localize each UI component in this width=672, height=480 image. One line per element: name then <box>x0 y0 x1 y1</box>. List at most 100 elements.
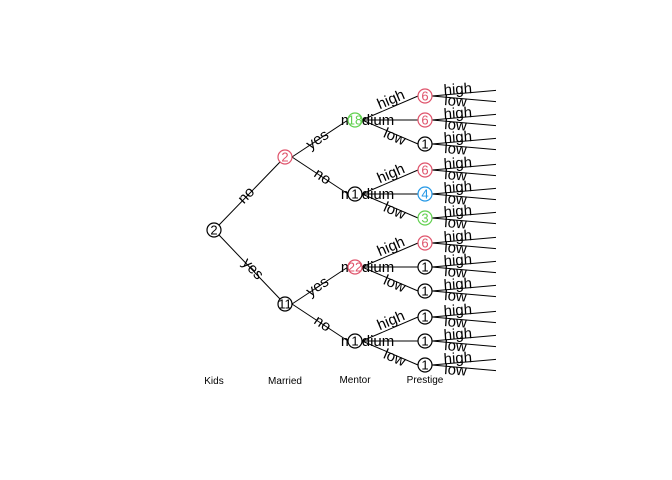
node-l3-1-1-2-circle <box>417 357 433 373</box>
node-l1-1-circle <box>277 296 293 312</box>
node-l3-0-0-0-circle <box>417 88 433 104</box>
node-l3-0-0-1-circle <box>417 112 433 128</box>
leaf-1-1-1-1-label: low <box>444 337 468 356</box>
edge-l3-1-0-0-line <box>361 242 419 268</box>
leaf-0-0-2-0-line <box>431 137 497 145</box>
leaf-0-0-1-0-label: high <box>443 104 472 123</box>
edge-l3-1-1-0-label: high <box>375 307 408 334</box>
node-l3-0-1-0-circle <box>417 162 433 178</box>
node-l3-0-0-2-count: 1 <box>421 137 428 152</box>
leaf-1-0-0-0-line <box>431 236 497 244</box>
leaf-1-1-2-0-line <box>431 358 497 366</box>
leaf-0-0-1-1-line <box>431 119 497 127</box>
edge-l3-1-0-2-line <box>361 266 419 292</box>
leaf-0-1-2-1-line <box>431 217 497 225</box>
leaf-0-1-1-1-label: low <box>444 190 468 209</box>
edge-l3-0-1-0-line <box>361 169 419 195</box>
edge-l2-0-1-line <box>291 156 349 195</box>
node-l3-1-1-0-count: 1 <box>421 310 428 325</box>
leaf-0-0-1-1-label: low <box>444 116 468 135</box>
node-l3-0-1-2-count: 3 <box>421 211 428 226</box>
level-labels: Kids Married Mentor Prestige <box>204 375 444 387</box>
edge-l2-1-1-label: no <box>311 312 334 335</box>
leaf-0-0-2-0-label: high <box>443 128 472 147</box>
node-l3-1-0-2-count: 1 <box>421 284 428 299</box>
edge-l2-1-0-line <box>291 266 349 305</box>
leaf-0-0-0-1-label: low <box>444 92 468 111</box>
edge-l1-1-line <box>218 234 281 300</box>
leaf-1-1-1-0-label: high <box>443 325 472 344</box>
leaf-0-0-2-1-line <box>431 143 497 151</box>
node-root-circle <box>206 222 222 238</box>
leaf-0-1-1-0-label: high <box>443 178 472 197</box>
edge-l3-1-0-2-label: low <box>381 272 409 297</box>
node-l3-0-0-0-count: 6 <box>421 89 428 104</box>
leaf-0-1-0-1-line <box>431 169 497 177</box>
node-l2-1-1-circle <box>347 333 363 349</box>
leaf-1-1-2-1-label: low <box>444 361 468 380</box>
node-l3-0-1-1-count: 4 <box>421 187 428 202</box>
edge-l3-0-0-2-label: low <box>381 125 409 150</box>
node-l3-1-0-1-circle <box>417 259 433 275</box>
edge-l3-0-1-0-label: high <box>375 160 408 187</box>
leaf-1-0-1-0-label: high <box>443 251 472 270</box>
edge-l3-0-0-2-line <box>361 119 419 145</box>
node-l3-1-1-1-circle <box>417 333 433 349</box>
node-l2-0-0-circle <box>347 112 363 128</box>
node-l2-0-1-count: 1 <box>351 187 358 202</box>
edge-l2-1-1-line <box>291 303 349 342</box>
leaf-1-0-1-1-label: low <box>444 263 468 282</box>
leaf-0-1-0-1-label: low <box>444 166 468 185</box>
leaf-0-0-0-0-label: high <box>443 80 472 99</box>
leaf-1-0-1-0-line <box>431 260 497 268</box>
edge-l3-1-1-0-line <box>361 316 419 342</box>
edge-l3-1-1-2-label: low <box>381 346 409 371</box>
leaf-1-0-0-0-label: high <box>443 227 472 246</box>
edge-l3-1-0-0-label: high <box>375 233 408 260</box>
node-l3-0-1-1-circle <box>417 186 433 202</box>
leaf-0-1-2-0-line <box>431 211 497 219</box>
edge-l3-0-0-0-line <box>361 95 419 121</box>
leaf-1-0-0-1-label: low <box>444 239 468 258</box>
leaf-1-0-0-1-line <box>431 242 497 250</box>
node-l2-0-1-circle <box>347 186 363 202</box>
node-l2-0-0-count: 18 <box>348 113 362 128</box>
node-l2-1-0-circle <box>347 259 363 275</box>
level-label-kids: Kids <box>204 376 223 387</box>
leaf-0-0-2-1-label: low <box>444 140 468 159</box>
leaf-1-1-1-0-line <box>431 334 497 342</box>
edge-l2-0-1-label: no <box>311 165 334 188</box>
edge-l3-1-1-2-line <box>361 340 419 366</box>
leaf-0-0-1-0-line <box>431 113 497 121</box>
leaf-0-1-0-0-label: high <box>443 154 472 173</box>
leaf-0-1-1-0-line <box>431 187 497 195</box>
leaf-1-0-1-1-line <box>431 266 497 274</box>
leaf-1-0-2-0-line <box>431 284 497 292</box>
leaf-0-1-1-1-line <box>431 193 497 201</box>
leaf-0-1-2-1-label: low <box>444 214 468 233</box>
node-l2-1-1-count: 1 <box>351 334 358 349</box>
edge-l2-0-0-label: yes <box>303 126 332 153</box>
leaf-1-0-2-1-label: low <box>444 287 468 306</box>
edge-l3-0-1-2-label: low <box>381 199 409 224</box>
edge-l2-0-0-line <box>291 119 349 158</box>
node-l1-0-count: 2 <box>281 150 288 165</box>
edge-l2-1-0-label: yes <box>303 273 332 300</box>
leaf-1-0-2-0-label: high <box>443 275 472 294</box>
node-l3-0-0-2-circle <box>417 136 433 152</box>
edge-l1-1-label: yes <box>239 255 267 284</box>
leaf-0-1-0-0-line <box>431 163 497 171</box>
node-l2-1-0-count: 22 <box>348 260 362 275</box>
node-l3-1-1-2-count: 1 <box>421 358 428 373</box>
level-label-married: Married <box>268 376 302 387</box>
node-l3-1-1-0-circle <box>417 309 433 325</box>
node-l3-1-0-1-count: 1 <box>421 260 428 275</box>
leaf-1-1-0-0-line <box>431 310 497 318</box>
edge-l3-0-1-2-line <box>361 193 419 219</box>
leaf-1-1-1-1-line <box>431 340 497 348</box>
leaf-0-0-0-1-line <box>431 95 497 103</box>
edge-l1-0-line <box>218 161 281 226</box>
leaf-0-0-0-0-line <box>431 89 497 97</box>
node-l3-0-1-2-circle <box>417 210 433 226</box>
